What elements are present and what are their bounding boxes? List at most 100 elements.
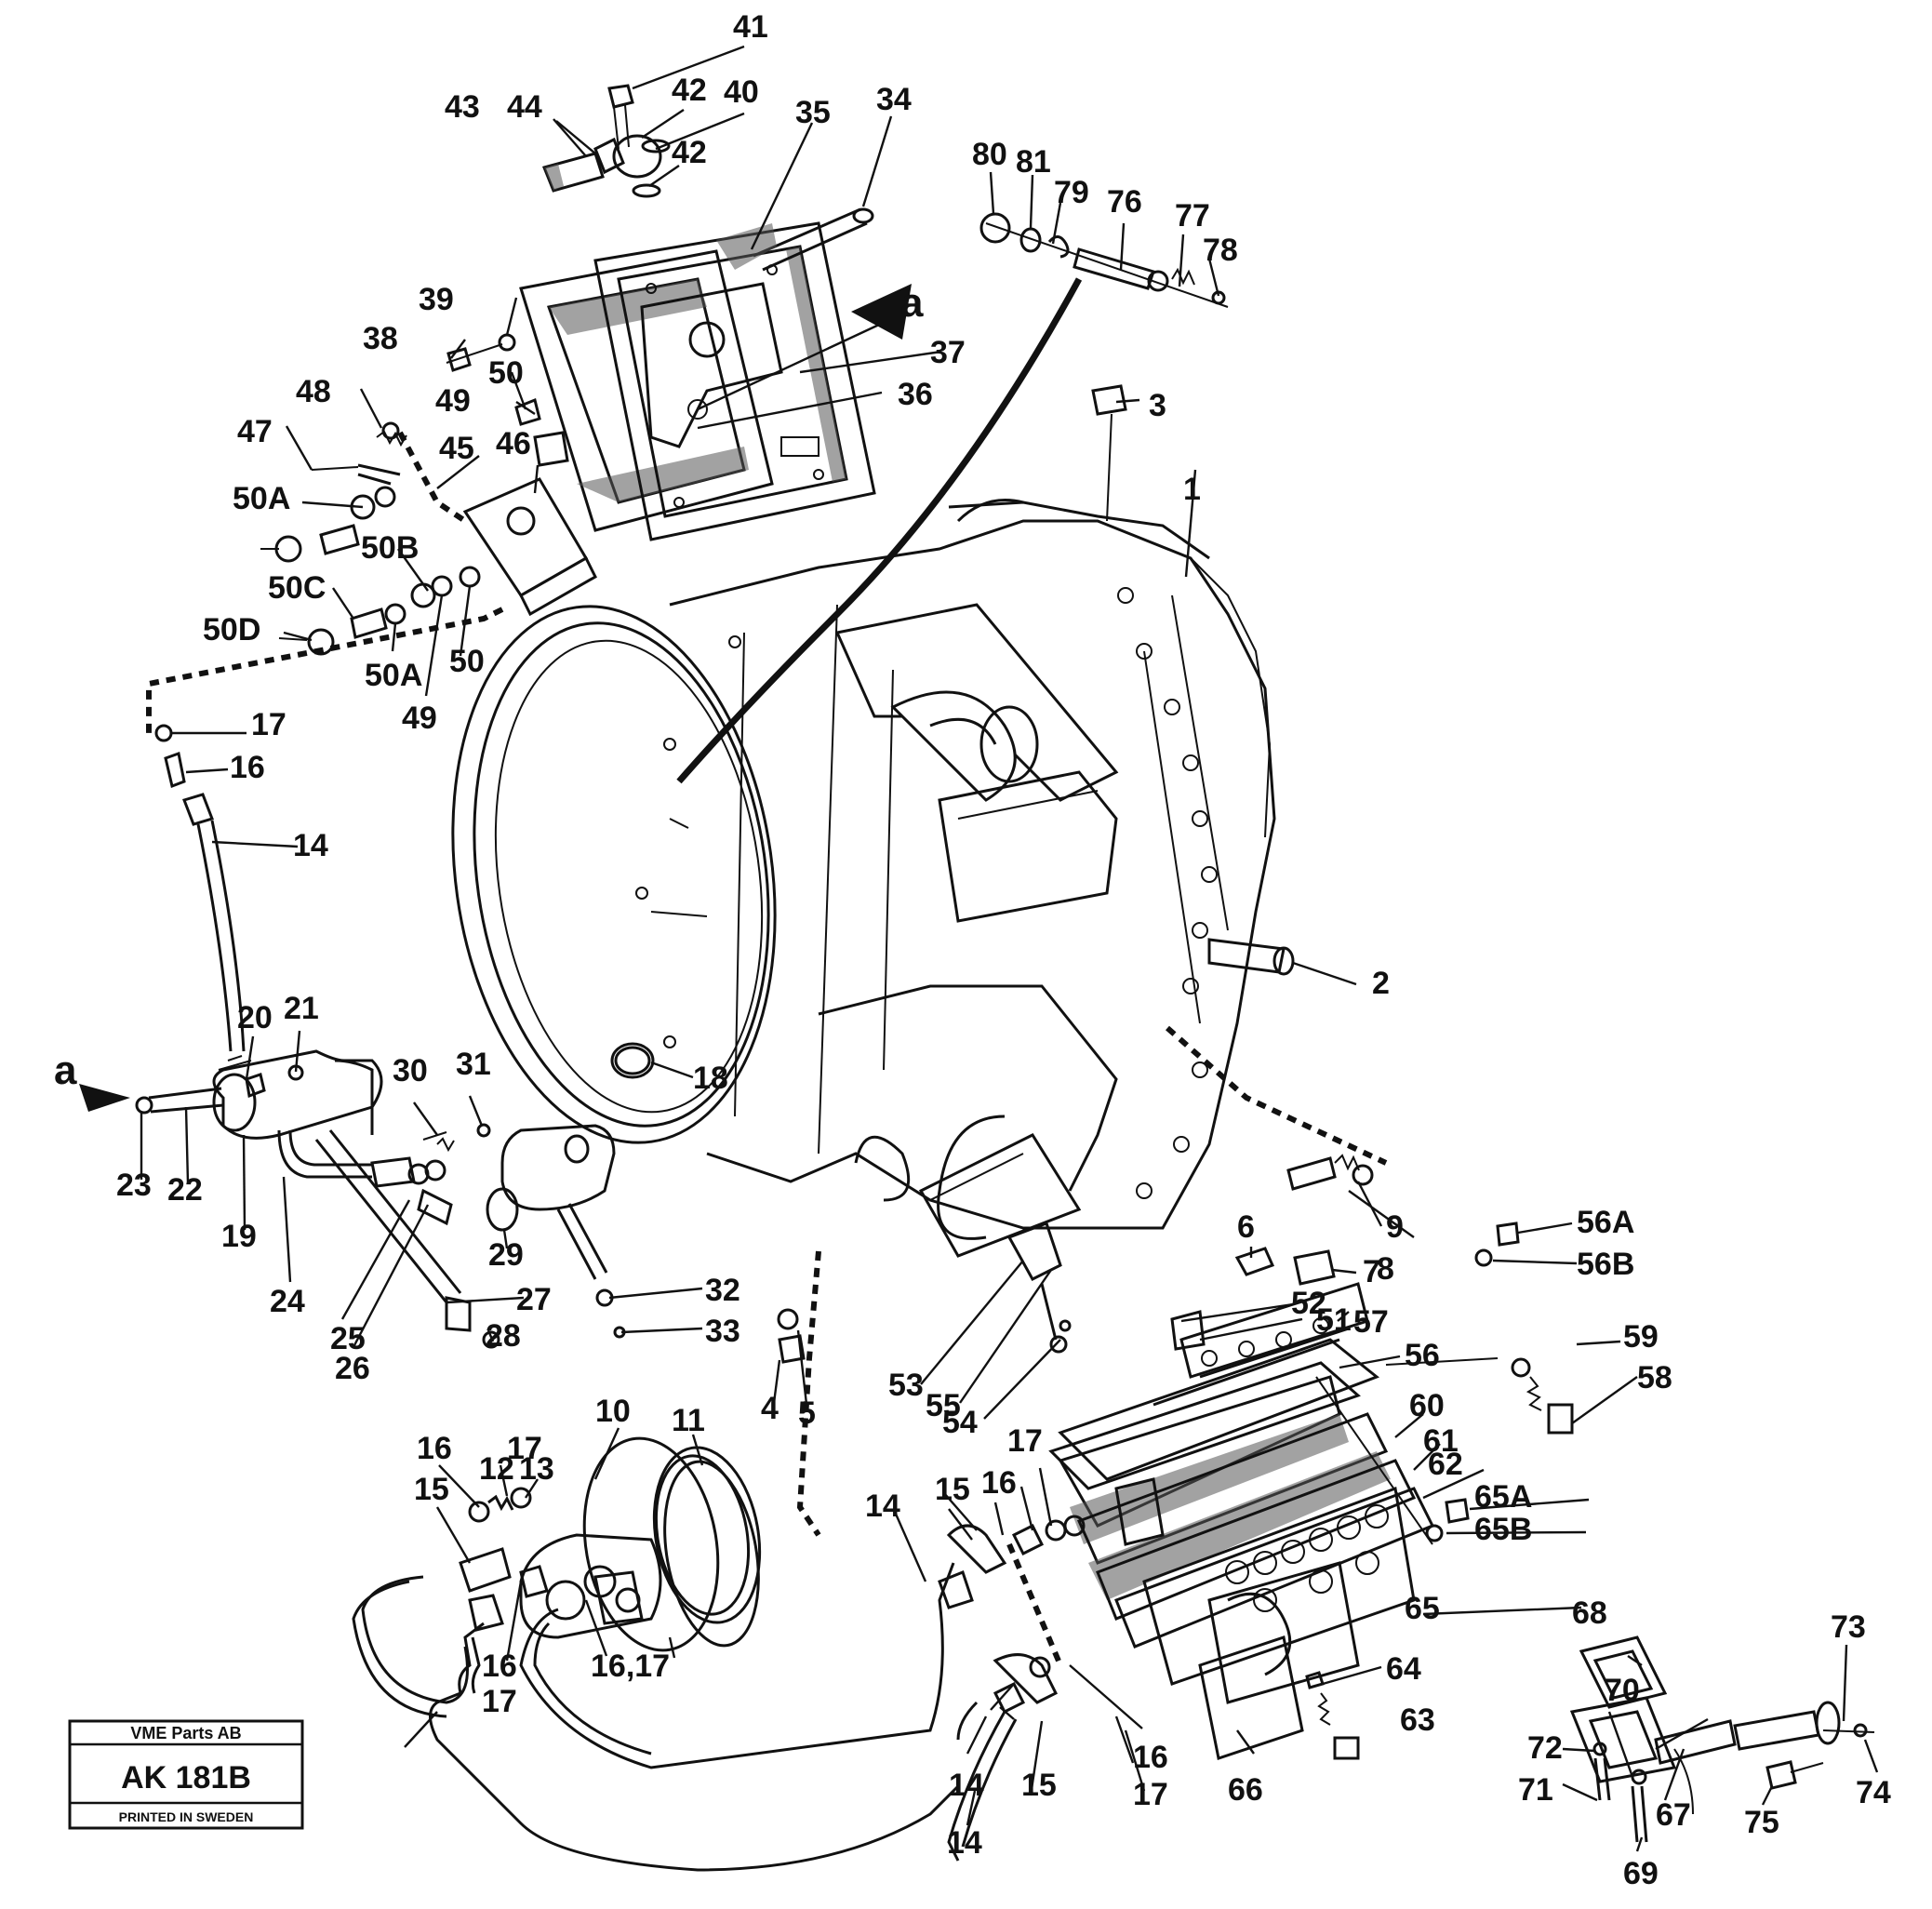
callout-label: 27 (516, 1282, 552, 1317)
callout-label: 25 (330, 1321, 366, 1356)
callout-label: 77 (1175, 198, 1210, 234)
callout-label: 62 (1428, 1447, 1463, 1482)
callout-label: 48 (296, 374, 331, 409)
callout-label: 21 (284, 991, 319, 1026)
callout-label: 76 (1107, 184, 1142, 220)
callout-label: 16 (482, 1649, 517, 1684)
callout-label: 56B (1577, 1247, 1634, 1282)
callout-label: 43 (445, 89, 480, 125)
callout-label: 47 (237, 414, 273, 449)
callout-label: 29 (488, 1237, 524, 1273)
callout-label: 28 (486, 1318, 521, 1354)
callout-label: 14 (949, 1768, 984, 1803)
callout-label: 26 (335, 1351, 370, 1386)
callout-label: 12 (479, 1451, 514, 1487)
dashed-connection-lines (146, 431, 1388, 1667)
callout-label: 70 (1605, 1673, 1640, 1708)
callout-label: 69 (1623, 1856, 1659, 1891)
callout-label: 50 (488, 355, 524, 391)
callout-label: 78 (1203, 233, 1238, 268)
callout-label: 72 (1527, 1730, 1563, 1766)
callout-label: 16 (230, 750, 265, 785)
callout-label: 32 (705, 1273, 740, 1308)
callout-label: 18 (693, 1061, 728, 1096)
callout-label: 14 (865, 1488, 900, 1524)
breather-and-shaft (1091, 384, 1295, 976)
callout-label: 53 (888, 1368, 924, 1403)
view-arrow-markers (79, 284, 912, 1112)
callout-label: 16,17 (591, 1649, 670, 1684)
oil-pickup-assembly (1569, 1635, 1875, 1843)
callout-label: 39 (419, 282, 454, 317)
callout-label: 10 (595, 1394, 631, 1429)
callout-label: 14 (293, 828, 328, 863)
callout-label: 63 (1400, 1702, 1435, 1738)
callout-label: 56 (1405, 1338, 1440, 1373)
callout-label: 11 (672, 1403, 705, 1438)
callout-label: 17 (1133, 1777, 1168, 1812)
callout-label: 9 (1386, 1209, 1404, 1245)
callout-label: a (900, 280, 924, 326)
callout-label: 49 (402, 701, 437, 736)
callout-label: 50A (233, 481, 290, 516)
callout-label: 65A (1474, 1479, 1532, 1515)
valve-block-assembly (260, 333, 597, 656)
callout-label: 15 (414, 1472, 449, 1507)
stamp-footer: PRINTED IN SWEDEN (119, 1809, 254, 1824)
callout-label: 4 (761, 1391, 779, 1426)
callout-label: 15 (1021, 1768, 1057, 1803)
callout-label: 50D (203, 612, 260, 647)
callout-label: 17 (507, 1431, 542, 1466)
callout-label: 16 (1133, 1740, 1168, 1775)
callout-label: 17 (1007, 1423, 1043, 1459)
callout-label: 49 (435, 383, 471, 419)
callout-label: 6 (1237, 1209, 1255, 1245)
callout-label: 36 (898, 377, 933, 412)
callout-label: 80 (972, 137, 1007, 172)
callout-label: 42 (672, 73, 707, 108)
clamp-bracket (422, 1046, 651, 1339)
top-cover-assembly (519, 84, 876, 541)
callout-label: 35 (795, 95, 831, 130)
valve-stack (1048, 1221, 1574, 1760)
callout-label: 7 (1363, 1254, 1380, 1289)
stamp-code: AK 181B (121, 1760, 251, 1796)
callout-label: 40 (724, 74, 759, 110)
callout-label: 19 (221, 1219, 257, 1254)
callout-label: 65 (1405, 1591, 1440, 1626)
callout-label: 52 (1291, 1286, 1326, 1321)
callout-label: 33 (705, 1314, 740, 1349)
callout-label: 15 (935, 1472, 970, 1507)
callout-label: 1 (1183, 472, 1201, 507)
callout-labels: 41 42 40 35 34 43 44 42 80 81 79 76 77 7… (54, 9, 1891, 1891)
callout-label: 8 (1377, 1251, 1394, 1287)
callout-label: 14 (947, 1825, 982, 1861)
callout-label: 66 (1228, 1772, 1263, 1808)
transmission-housing (451, 499, 1276, 1240)
callout-label: 68 (1572, 1595, 1607, 1631)
callout-label: 45 (439, 431, 474, 466)
filter-pump-assembly (352, 1436, 1086, 1872)
callout-label: 50B (361, 530, 419, 566)
callout-label: 79 (1054, 175, 1089, 210)
callout-label: a (54, 1048, 77, 1093)
callout-label: 34 (876, 82, 912, 117)
shift-cable (676, 212, 1229, 784)
left-hose (154, 724, 246, 1052)
connector-and-pipes (135, 1049, 500, 1349)
callout-label: 41 (733, 9, 768, 45)
callout-label: 44 (507, 89, 542, 125)
callout-label: 58 (1637, 1360, 1672, 1395)
callout-label: 60 (1409, 1388, 1445, 1423)
callout-label: 24 (270, 1284, 305, 1319)
callout-label: 23 (116, 1168, 152, 1203)
mid-fittings (777, 1133, 1374, 1364)
stamp-company: VME Parts AB (130, 1724, 241, 1742)
callout-label: 50A (365, 658, 422, 693)
callout-label: 31 (456, 1047, 491, 1082)
callout-label: 38 (363, 321, 398, 356)
callout-label: 37 (930, 335, 966, 370)
callout-label: 73 (1831, 1609, 1866, 1645)
